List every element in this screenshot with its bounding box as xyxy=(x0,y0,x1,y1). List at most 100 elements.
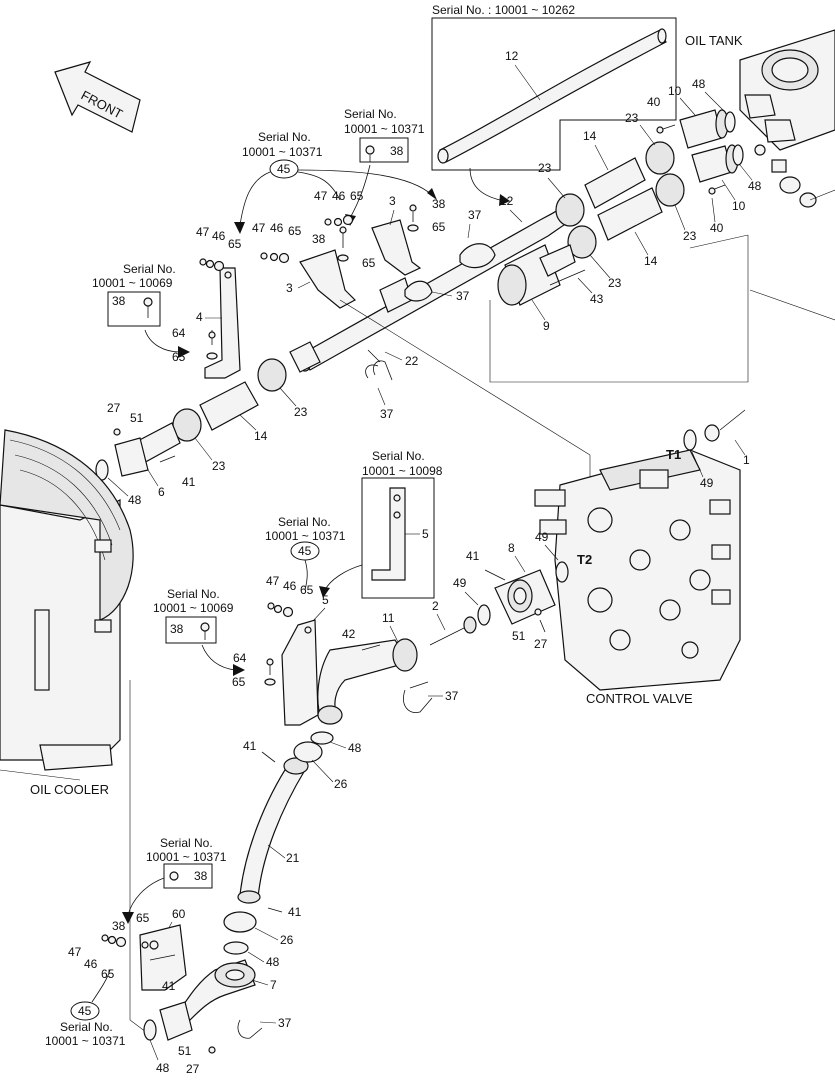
part-label-48-m: 48 xyxy=(348,741,362,755)
part-label-60: 60 xyxy=(172,907,186,921)
part-label-3b: 3 xyxy=(389,194,396,208)
part-label-26a: 26 xyxy=(334,777,348,791)
part-label-48a: 48 xyxy=(692,77,706,91)
part-label-22: 22 xyxy=(405,354,419,368)
control-valve: CONTROL VALVE T1 T2 xyxy=(534,447,741,706)
part-label-38-box1: 38 xyxy=(390,144,404,158)
part-label-49-cv: 49 xyxy=(535,530,549,544)
serial-45-top: Serial No. 10001 ~ 10371 45 xyxy=(234,130,437,234)
part-label-40a: 40 xyxy=(647,95,661,109)
serial-inset-box: Serial No. : 10001 ~ 10262 12 xyxy=(431,3,677,171)
part-label-41-bl: 41 xyxy=(162,979,176,993)
serial-title-3: Serial No. xyxy=(344,107,397,121)
part-label-12a: 12 xyxy=(505,49,519,63)
part-label-7: 7 xyxy=(270,978,277,992)
hose-group-left: 23 14 23 6 41 27 51 48 xyxy=(95,341,321,507)
part-label-14a: 14 xyxy=(583,129,597,143)
part-label-37-m: 37 xyxy=(445,689,459,703)
part-label-46-l: 46 xyxy=(212,229,226,243)
part-label-9: 9 xyxy=(543,319,550,333)
part-label-10a: 10 xyxy=(668,84,682,98)
oil-cooler: OIL COOLER xyxy=(0,429,151,1036)
part-label-27-m: 27 xyxy=(534,637,548,651)
part-label-38-right: 38 xyxy=(432,197,446,211)
part-label-47-m2: 47 xyxy=(266,574,280,588)
part-label-3a: 3 xyxy=(286,281,293,295)
part-label-65-right: 65 xyxy=(432,220,446,234)
part-label-27-l: 27 xyxy=(107,401,121,415)
part-label-41-l: 41 xyxy=(182,475,196,489)
bracket-3-group: 3 3 Serial No. 10001 ~ 10371 38 47 46 65… xyxy=(286,107,482,309)
part-label-27-bl: 27 xyxy=(186,1062,200,1076)
part-label-49-t1: 49 xyxy=(700,476,714,490)
part-label-65-m2: 65 xyxy=(300,583,314,597)
part-label-38-box2: 38 xyxy=(112,294,126,308)
bracket-5-inset: Serial No. 10001 ~ 10098 5 xyxy=(319,449,443,599)
part-label-23a: 23 xyxy=(538,161,552,175)
part-label-65-top: 65 xyxy=(350,189,364,203)
part-label-26b: 26 xyxy=(280,933,294,947)
part-label-37-bl: 37 xyxy=(278,1016,292,1030)
serial-range-3: 10001 ~ 10371 xyxy=(344,122,425,136)
part-label-43: 43 xyxy=(590,292,604,306)
part-label-46-m: 46 xyxy=(270,221,284,235)
control-valve-label: CONTROL VALVE xyxy=(586,691,693,706)
part-label-23c: 23 xyxy=(608,276,622,290)
part-label-6: 6 xyxy=(158,485,165,499)
serial-range-45a: 10001 ~ 10371 xyxy=(242,145,323,159)
inset-arrow xyxy=(469,167,501,201)
t2-label: T2 xyxy=(577,552,592,567)
part-label-5: 5 xyxy=(322,593,329,607)
part-label-47-m: 47 xyxy=(252,221,266,235)
part-label-46-m2: 46 xyxy=(283,579,297,593)
part-label-23d: 23 xyxy=(683,229,697,243)
part-label-37-c: 37 xyxy=(380,407,394,421)
part-label-11: 11 xyxy=(382,611,395,625)
part-label-23f: 23 xyxy=(212,459,226,473)
part-label-47-l: 47 xyxy=(196,225,210,239)
part-label-38-box4: 38 xyxy=(194,869,208,883)
part-label-48-h: 48 xyxy=(266,955,280,969)
oil-tank: OIL TANK xyxy=(685,29,835,321)
part-label-51-l: 51 xyxy=(130,411,144,425)
part-label-12: 12 xyxy=(500,194,514,208)
part-label-41-h1: 41 xyxy=(243,739,257,753)
part-label-65-m3: 65 xyxy=(232,675,246,689)
serial-range-5b: 10001 ~ 10371 xyxy=(265,529,346,543)
part-label-45b: 45 xyxy=(298,544,312,558)
part-label-38-bl: 38 xyxy=(112,919,126,933)
part-label-38-mid: 38 xyxy=(312,232,326,246)
part-label-48b: 48 xyxy=(748,179,762,193)
serial-range-4: 10001 ~ 10069 xyxy=(92,276,173,290)
front-arrow: FRONT xyxy=(54,61,141,133)
part-label-23e: 23 xyxy=(294,405,308,419)
serial-title-5b: Serial No. xyxy=(278,515,331,529)
part-label-37-b: 37 xyxy=(456,289,470,303)
part-label-23b: 23 xyxy=(625,111,639,125)
part-label-65-m: 65 xyxy=(288,224,302,238)
part-label-49-m: 49 xyxy=(453,576,467,590)
serial-range-5: 10001 ~ 10098 xyxy=(362,464,443,478)
part-label-42: 42 xyxy=(342,627,356,641)
part-label-65-bl: 65 xyxy=(136,911,150,925)
part-label-51-bl: 51 xyxy=(178,1044,192,1058)
serial-title-45c: Serial No. xyxy=(60,1020,113,1034)
serial-title-4: Serial No. xyxy=(123,262,176,276)
hose-21-group: 41 26 21 41 26 48 xyxy=(223,739,348,969)
hose-11-group: 11 42 37 48 2 49 8 41 49 51 27 xyxy=(310,530,569,755)
part-label-46-top: 46 xyxy=(332,189,346,203)
part-label-45a: 45 xyxy=(277,162,291,176)
part-label-2: 2 xyxy=(432,599,439,613)
part-label-47-bl: 47 xyxy=(68,945,82,959)
part-label-48-l: 48 xyxy=(128,493,142,507)
serial-title-5: Serial No. xyxy=(372,449,425,463)
part-label-40b: 40 xyxy=(710,221,724,235)
part-label-8: 8 xyxy=(508,541,515,555)
part-label-65-l: 65 xyxy=(228,237,242,251)
part-label-5-inset: 5 xyxy=(422,527,429,541)
part-label-14b: 14 xyxy=(644,254,658,268)
serial-title-bottom: Serial No. xyxy=(160,836,213,850)
t1-label: T1 xyxy=(666,447,681,462)
part-label-41-h2: 41 xyxy=(288,905,302,919)
